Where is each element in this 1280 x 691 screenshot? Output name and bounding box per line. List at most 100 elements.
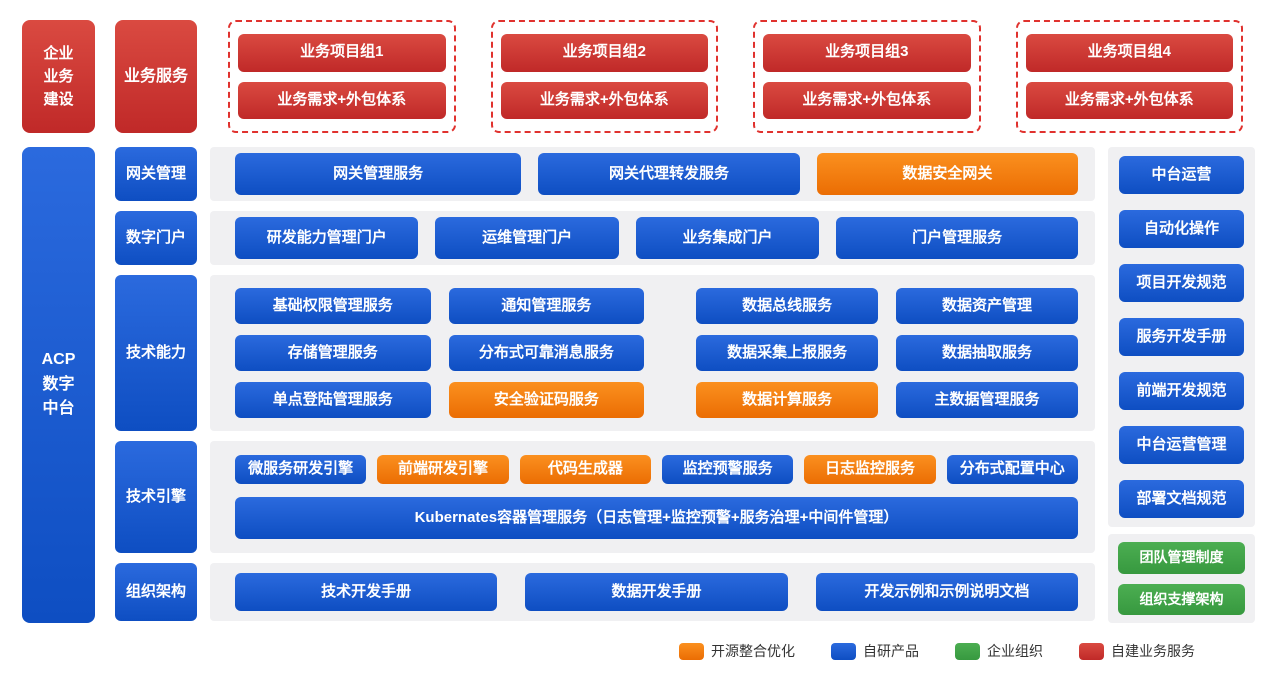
service-block: 基础权限管理服务 — [235, 288, 431, 324]
enterprise-line: 业务 — [43, 67, 74, 85]
legend: 开源整合优化 自研产品 企业组织 自建业务服务 — [0, 641, 1280, 661]
legend-label: 自建业务服务 — [1111, 643, 1195, 659]
service-block: 主数据管理服务 — [896, 382, 1078, 418]
business-groups: 业务项目组1 业务需求+外包体系 业务项目组2 业务需求+外包体系 业务项目组3… — [228, 20, 1243, 133]
service-block: 门户管理服务 — [836, 217, 1078, 259]
kubernetes-bar: Kubernates容器管理服务（日志管理+监控预警+服务治理+中间件管理） — [235, 497, 1078, 539]
right-item: 自动化操作 — [1119, 210, 1244, 248]
section-label-engine: 技术引擎 — [115, 441, 197, 553]
section-organization: 组织架构 技术开发手册 数据开发手册 开发示例和示例说明文档 — [115, 563, 1095, 621]
business-group: 业务项目组3 业务需求+外包体系 — [753, 20, 981, 133]
business-group: 业务项目组1 业务需求+外包体系 — [228, 20, 456, 133]
middle-sections: 网关管理 网关管理服务 网关代理转发服务 数据安全网关 数字门户 研发能力管理门… — [115, 147, 1095, 623]
section-label-capability: 技术能力 — [115, 275, 197, 431]
right-item: 服务开发手册 — [1119, 318, 1244, 356]
business-group: 业务项目组2 业务需求+外包体系 — [490, 20, 718, 133]
acp-line: 数字 — [42, 375, 75, 393]
capability-row: 单点登陆管理服务 安全验证码服务 数据计算服务 主数据管理服务 — [235, 382, 1078, 418]
legend-item: 企业组织 — [955, 641, 1043, 661]
enterprise-line: 建设 — [43, 91, 74, 109]
legend-label: 自研产品 — [863, 643, 919, 659]
engine-row: 微服务研发引擎 前端研发引擎 代码生成器 监控预警服务 日志监控服务 分布式配置… — [235, 455, 1078, 485]
service-block: 网关代理转发服务 — [538, 153, 800, 195]
right-item: 项目开发规范 — [1119, 264, 1244, 302]
org-item: 组织支撑架构 — [1118, 583, 1245, 615]
gateway-panel: 网关管理服务 网关代理转发服务 数据安全网关 — [210, 147, 1095, 201]
business-group-title: 业务项目组3 — [763, 34, 971, 72]
service-block: 存储管理服务 — [235, 335, 431, 371]
legend-item: 自研产品 — [831, 641, 919, 661]
org-support-panel: 团队管理制度 组织支撑架构 — [1108, 534, 1255, 623]
org-item: 团队管理制度 — [1118, 542, 1245, 574]
service-block: 单点登陆管理服务 — [235, 382, 431, 418]
service-block: 网关管理服务 — [235, 153, 522, 195]
service-block: 分布式配置中心 — [946, 455, 1078, 485]
service-block: 日志监控服务 — [804, 455, 936, 485]
section-capability: 技术能力 基础权限管理服务 通知管理服务 数据总线服务 数据资产管理 存储管理服… — [115, 275, 1095, 431]
service-block: 分布式可靠消息服务 — [448, 335, 645, 371]
main-layout: ACP 数字 中台 网关管理 网关管理服务 网关代理转发服务 数据安全网关 数字… — [22, 147, 1255, 623]
service-block: 运维管理门户 — [435, 217, 619, 259]
section-gateway: 网关管理 网关管理服务 网关代理转发服务 数据安全网关 — [115, 147, 1095, 201]
business-group-title: 业务项目组4 — [1025, 34, 1233, 72]
service-block: 数据开发手册 — [525, 573, 788, 611]
business-group-subtitle: 业务需求+外包体系 — [1025, 81, 1233, 119]
service-block: 安全验证码服务 — [448, 382, 645, 418]
service-block: 前端研发引擎 — [377, 455, 509, 485]
service-block: 业务集成门户 — [635, 217, 820, 259]
service-block: 微服务研发引擎 — [235, 455, 367, 485]
legend-swatch-blue — [831, 642, 856, 660]
right-column: 中台运营 自动化操作 项目开发规范 服务开发手册 前端开发规范 中台运营管理 部… — [1108, 147, 1255, 623]
service-block: 数据计算服务 — [696, 382, 879, 418]
business-group-subtitle: 业务需求+外包体系 — [763, 81, 971, 119]
top-row: 企业 业务 建设 业务服务 业务项目组1 业务需求+外包体系 业务项目组2 业务… — [22, 20, 1243, 133]
legend-item: 自建业务服务 — [1079, 641, 1195, 661]
enterprise-line: 企业 — [43, 44, 74, 62]
business-group: 业务项目组4 业务需求+外包体系 — [1015, 20, 1243, 133]
service-block: 数据安全网关 — [816, 153, 1079, 195]
service-block: 数据采集上报服务 — [696, 335, 879, 371]
acp-line: ACP — [41, 350, 76, 368]
capability-panel: 基础权限管理服务 通知管理服务 数据总线服务 数据资产管理 存储管理服务 分布式… — [210, 275, 1095, 431]
service-block: 监控预警服务 — [661, 455, 794, 485]
capability-row: 基础权限管理服务 通知管理服务 数据总线服务 数据资产管理 — [235, 288, 1078, 324]
service-block: 通知管理服务 — [448, 288, 645, 324]
service-block: 研发能力管理门户 — [235, 217, 419, 259]
enterprise-construction-label: 企业 业务 建设 — [43, 42, 73, 112]
legend-swatch-red — [1079, 642, 1104, 660]
engine-panel: 微服务研发引擎 前端研发引擎 代码生成器 监控预警服务 日志监控服务 分布式配置… — [210, 441, 1095, 553]
service-block: 技术开发手册 — [235, 573, 498, 611]
operations-panel: 中台运营 自动化操作 项目开发规范 服务开发手册 前端开发规范 中台运营管理 部… — [1108, 147, 1255, 527]
acp-platform-label: ACP 数字 中台 — [42, 348, 76, 422]
business-group-subtitle: 业务需求+外包体系 — [238, 81, 446, 119]
service-block: 数据抽取服务 — [896, 335, 1078, 371]
right-item: 中台运营 — [1119, 156, 1244, 194]
section-label-organization: 组织架构 — [115, 563, 197, 621]
section-engine: 技术引擎 微服务研发引擎 前端研发引擎 代码生成器 监控预警服务 日志监控服务 … — [115, 441, 1095, 553]
business-group-subtitle: 业务需求+外包体系 — [500, 81, 708, 119]
right-item: 前端开发规范 — [1119, 372, 1244, 410]
section-label-gateway: 网关管理 — [115, 147, 197, 201]
legend-label: 开源整合优化 — [711, 643, 795, 659]
service-block: 数据资产管理 — [896, 288, 1078, 324]
section-portal: 数字门户 研发能力管理门户 运维管理门户 业务集成门户 门户管理服务 — [115, 211, 1095, 265]
capability-row: 存储管理服务 分布式可靠消息服务 数据采集上报服务 数据抽取服务 — [235, 335, 1078, 371]
legend-swatch-green — [955, 642, 980, 660]
service-block: 代码生成器 — [519, 455, 651, 485]
legend-label: 企业组织 — [987, 643, 1043, 659]
organization-panel: 技术开发手册 数据开发手册 开发示例和示例说明文档 — [210, 563, 1095, 621]
service-block: 开发示例和示例说明文档 — [815, 573, 1078, 611]
legend-swatch-orange — [679, 642, 704, 660]
right-item: 部署文档规范 — [1119, 480, 1244, 518]
portal-panel: 研发能力管理门户 运维管理门户 业务集成门户 门户管理服务 — [210, 211, 1095, 265]
acp-line: 中台 — [42, 400, 75, 418]
acp-platform-block: ACP 数字 中台 — [22, 147, 95, 623]
service-block: 数据总线服务 — [696, 288, 879, 324]
legend-item: 开源整合优化 — [679, 641, 795, 661]
enterprise-construction-block: 企业 业务 建设 — [22, 20, 95, 133]
right-item: 中台运营管理 — [1119, 426, 1244, 464]
business-group-title: 业务项目组1 — [238, 34, 446, 72]
section-label-portal: 数字门户 — [115, 211, 197, 265]
business-group-title: 业务项目组2 — [500, 34, 708, 72]
